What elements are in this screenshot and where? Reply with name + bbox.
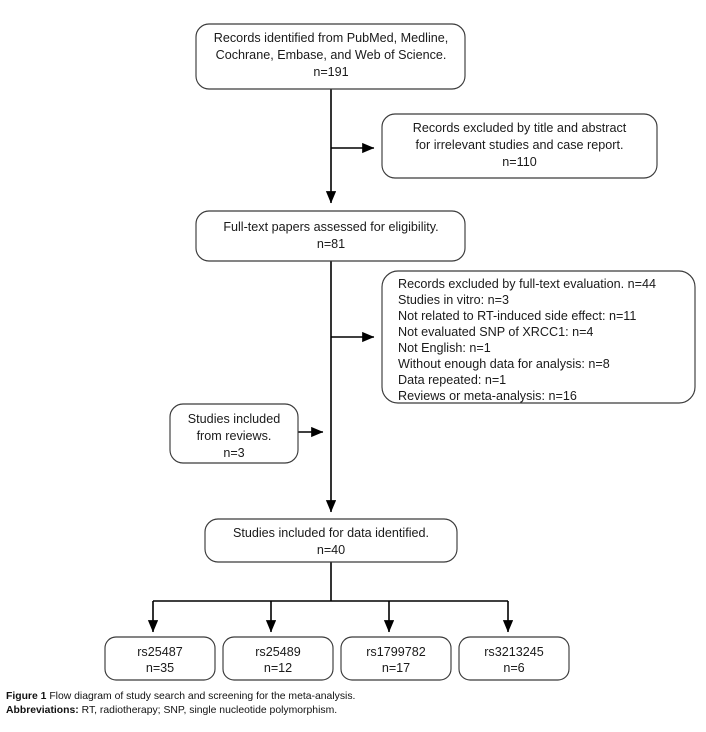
node-snp-rs3213245[interactable]: rs3213245 n=6 [458, 636, 570, 681]
excluded-full-text-line-2: Studies in vitro: n=3 [398, 293, 509, 307]
node-records-excluded-title-abstract[interactable]: Records excluded by title and abstract f… [381, 113, 658, 179]
excluded-full-text-line-8: Reviews or meta-analysis: n=16 [398, 389, 577, 403]
node-records-excluded-full-text[interactable]: Records excluded by full-text evaluation… [381, 270, 696, 404]
node-full-text-assessed[interactable]: Full-text papers assessed for eligibilit… [195, 210, 466, 262]
figure-caption: Figure 1 Flow diagram of study search an… [6, 690, 700, 718]
records-identified-count: n=191 [313, 65, 348, 79]
studies-included-data-line-1: Studies included for data identified. [233, 526, 429, 540]
studies-included-data-box[interactable] [204, 518, 458, 563]
node-studies-from-reviews[interactable]: Studies included from reviews. n=3 [169, 403, 299, 464]
snp-rs25487-count: n=35 [146, 661, 174, 675]
full-text-assessed-box[interactable] [195, 210, 466, 262]
caption-figure-text: Flow diagram of study search and screeni… [49, 691, 356, 702]
node-studies-included-data[interactable]: Studies included for data identified. n=… [204, 518, 458, 563]
records-identified-box[interactable] [195, 23, 466, 90]
records-excluded-full-text-box[interactable] [381, 270, 696, 404]
snp-rs25487-id: rs25487 [137, 645, 183, 659]
snp-rs3213245-count: n=6 [503, 661, 524, 675]
records-excluded-title-line-1: Records excluded by title and abstract [413, 121, 627, 135]
caption-line-title: Figure 1 Flow diagram of study search an… [6, 690, 700, 704]
node-records-identified[interactable]: Records identified from PubMed, Medline,… [195, 23, 466, 90]
records-excluded-title-box[interactable] [381, 113, 658, 179]
node-snp-rs25487[interactable]: rs25487 n=35 [104, 636, 216, 681]
records-excluded-title-line-2: for irrelevant studies and case report. [416, 138, 624, 152]
snp-rs25487-box[interactable] [104, 636, 216, 681]
excluded-full-text-line-1: Records excluded by full-text evaluation… [398, 277, 656, 291]
records-excluded-title-count: n=110 [502, 155, 536, 169]
snp-rs1799782-box[interactable] [340, 636, 452, 681]
snp-rs25489-count: n=12 [264, 661, 292, 675]
records-identified-line-2: Cochrane, Embase, and Web of Science. [216, 48, 447, 62]
caption-figure-label: Figure 1 [6, 691, 47, 702]
snp-rs3213245-box[interactable] [458, 636, 570, 681]
connectors [147, 89, 514, 633]
full-text-assessed-count: n=81 [317, 237, 345, 251]
records-identified-line-1: Records identified from PubMed, Medline, [214, 31, 449, 45]
caption-abbreviations-text: RT, radiotherapy; SNP, single nucleotide… [81, 705, 338, 717]
snp-rs1799782-id: rs1799782 [366, 645, 426, 659]
node-snp-rs25489[interactable]: rs25489 n=12 [222, 636, 334, 681]
studies-from-reviews-line-1: Studies included [188, 412, 280, 426]
snp-rs25489-id: rs25489 [255, 645, 301, 659]
snp-rs3213245-id: rs3213245 [484, 645, 544, 659]
studies-from-reviews-line-2: from reviews. [197, 429, 272, 443]
excluded-full-text-line-3: Not related to RT-induced side effect: n… [398, 309, 636, 323]
snp-rs1799782-count: n=17 [382, 661, 410, 675]
studies-included-data-count: n=40 [317, 543, 345, 557]
caption-abbreviations-label: Abbreviations: [6, 705, 79, 717]
snp-rs25489-box[interactable] [222, 636, 334, 681]
full-text-assessed-line-1: Full-text papers assessed for eligibilit… [223, 220, 438, 234]
flow-diagram: Records identified from PubMed, Medline,… [104, 23, 696, 681]
caption-line-abbreviations: Abbreviations: RT, radiotherapy; SNP, si… [6, 704, 700, 718]
studies-from-reviews-count: n=3 [223, 446, 244, 460]
node-snp-rs1799782[interactable]: rs1799782 n=17 [340, 636, 452, 681]
studies-from-reviews-box[interactable] [169, 403, 299, 464]
excluded-full-text-line-7: Data repeated: n=1 [398, 373, 506, 387]
excluded-full-text-line-5: Not English: n=1 [398, 341, 491, 355]
excluded-full-text-line-4: Not evaluated SNP of XRCC1: n=4 [398, 325, 593, 339]
excluded-full-text-line-6: Without enough data for analysis: n=8 [398, 357, 610, 371]
